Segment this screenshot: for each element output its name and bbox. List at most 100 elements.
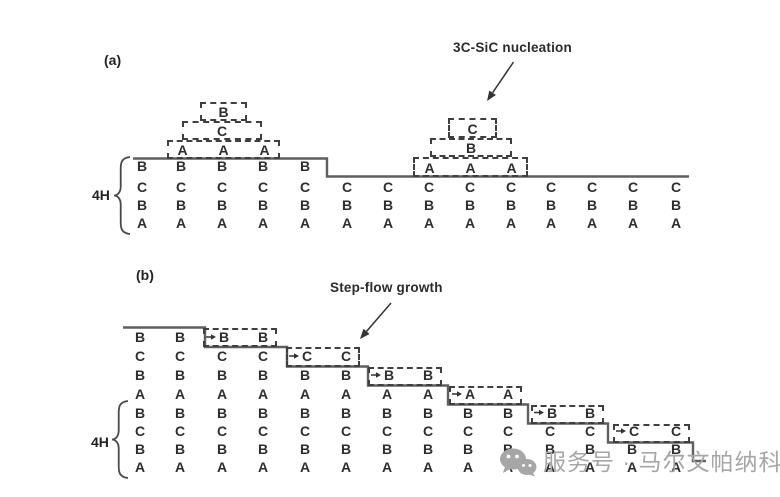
- nucleus-letter: A: [259, 141, 270, 158]
- panel-b-4h-label: 4H: [91, 434, 109, 450]
- nucleus-letter: C: [216, 123, 228, 139]
- stack-letter: B: [381, 441, 393, 457]
- adatom-box: [613, 423, 690, 443]
- stack-letter: A: [216, 386, 228, 402]
- stack-letter: C: [175, 178, 187, 195]
- stack-letter: B: [462, 441, 474, 457]
- stack-letter: A: [257, 386, 269, 402]
- stack-letter: B: [175, 158, 187, 174]
- stack-letter: C: [341, 178, 353, 195]
- stack-letter: A: [584, 459, 596, 475]
- stack-letter: A: [299, 214, 311, 231]
- nucleus-letter: B: [465, 140, 477, 156]
- adatom-letter: B: [218, 329, 230, 345]
- panel-b-brace: [111, 400, 129, 479]
- stack-letter: C: [545, 178, 557, 195]
- stack-letter: B: [340, 367, 352, 383]
- adatom-box: [449, 385, 522, 405]
- nucleus-letter: A: [177, 141, 188, 158]
- nucleus-letter: A: [465, 159, 476, 176]
- stack-letter: C: [134, 423, 146, 439]
- nucleation-arrow: [487, 61, 515, 101]
- stack-letter: C: [586, 178, 598, 195]
- stack-letter: C: [299, 178, 311, 195]
- stack-letter: B: [299, 367, 311, 383]
- stack-letter: A: [340, 386, 352, 402]
- stack-letter: A: [382, 214, 394, 231]
- stack-letter: B: [257, 367, 269, 383]
- stack-letter: B: [505, 196, 517, 213]
- stack-letter: A: [381, 459, 393, 475]
- stack-letter: C: [299, 423, 311, 439]
- stack-letter: B: [340, 404, 352, 421]
- stack-letter: C: [257, 348, 269, 364]
- stack-letter: A: [627, 214, 639, 231]
- adatom-arrow: [616, 428, 626, 434]
- nucleus-box: [430, 138, 512, 157]
- nucleation-annotation: 3C-SiC nucleation: [453, 40, 572, 55]
- stepflow-annotation: Step-flow growth: [330, 280, 443, 295]
- nucleus-letter: A: [424, 159, 435, 176]
- stack-letter: A: [340, 459, 352, 475]
- adatom-arrow: [371, 372, 381, 378]
- stack-letter: B: [544, 441, 556, 457]
- stack-letter: A: [670, 459, 682, 475]
- stack-letter: A: [670, 214, 682, 231]
- adatom-arrow: [206, 334, 216, 340]
- adatom-letter: B: [257, 329, 269, 345]
- stack-letter: C: [381, 423, 393, 439]
- stack-letter: A: [544, 459, 556, 475]
- stack-letter: A: [502, 459, 514, 475]
- stack-letter: B: [545, 196, 557, 213]
- stack-letter: A: [422, 459, 434, 475]
- stack-letter: A: [216, 214, 228, 231]
- adatom-letter: C: [340, 348, 352, 364]
- stack-letter: B: [257, 404, 269, 421]
- nucleus-box: [167, 140, 280, 159]
- adatom-arrow: [534, 409, 544, 416]
- nucleus-letter: A: [506, 159, 517, 176]
- nucleus-letter: A: [218, 141, 229, 158]
- stack-letter: A: [505, 214, 517, 231]
- stack-letter: A: [381, 386, 393, 402]
- stack-letter: C: [216, 348, 228, 364]
- stack-letter: A: [136, 214, 148, 231]
- adatom-box: [203, 327, 277, 347]
- stack-letter: B: [216, 404, 228, 421]
- stack-letter: B: [422, 404, 434, 421]
- panel-b-staircase-line: [123, 326, 706, 463]
- stack-letter: B: [670, 196, 682, 213]
- stack-letter: A: [257, 459, 269, 475]
- stack-letter: C: [174, 423, 186, 439]
- adatom-letter: A: [502, 386, 514, 402]
- stack-letter: B: [257, 158, 269, 174]
- stack-letter: A: [174, 459, 186, 475]
- stack-letter: B: [462, 404, 474, 421]
- stack-letter: C: [422, 423, 434, 439]
- stack-letter: C: [134, 348, 146, 364]
- adatom-arrow: [452, 391, 462, 397]
- stack-letter: B: [216, 196, 228, 213]
- stack-letter: A: [175, 214, 187, 231]
- stack-letter: B: [134, 441, 146, 457]
- stack-letter: B: [340, 441, 352, 457]
- stack-letter: B: [502, 441, 514, 457]
- stack-letter: C: [670, 178, 682, 195]
- stack-letter: B: [299, 158, 311, 174]
- stack-letter: B: [299, 404, 311, 421]
- stack-letter: B: [174, 441, 186, 457]
- stack-letter: B: [174, 404, 186, 421]
- stack-letter: B: [670, 441, 682, 457]
- stack-letter: B: [134, 404, 146, 421]
- stack-letter: C: [136, 178, 148, 195]
- stack-letter: A: [134, 386, 146, 402]
- nucleus-box: [448, 118, 497, 138]
- stack-letter: A: [626, 459, 638, 475]
- stack-letter: B: [584, 441, 596, 457]
- stack-letter: B: [216, 367, 228, 383]
- stack-letter: B: [626, 441, 638, 457]
- stack-letter: C: [340, 423, 352, 439]
- stack-letter: B: [464, 196, 476, 213]
- adatom-box: [368, 366, 442, 386]
